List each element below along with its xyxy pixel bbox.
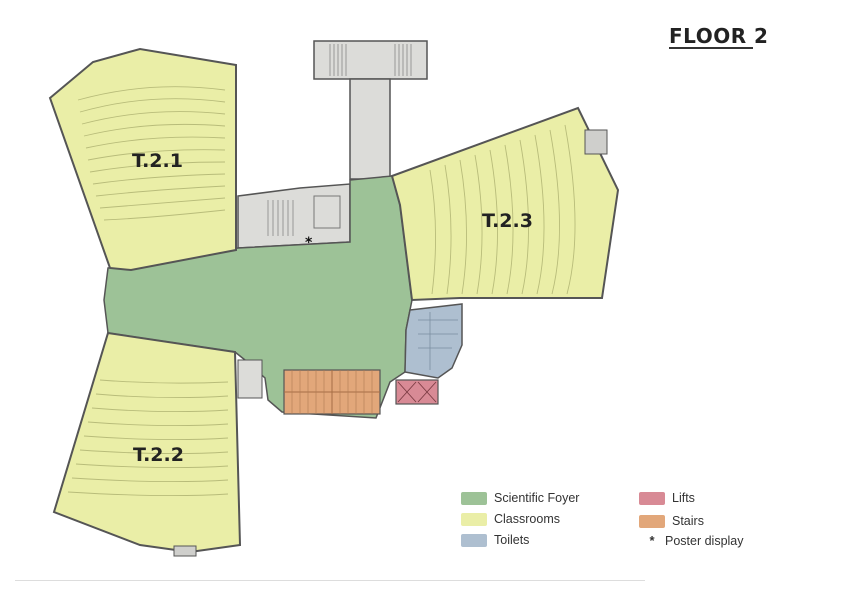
toilets-area <box>404 303 463 379</box>
lifts-area <box>395 379 439 405</box>
foyer-swatch <box>461 491 487 505</box>
classroom-t21 <box>48 47 237 272</box>
legend-item-poster: * Poster display <box>639 533 744 548</box>
legend-label-toilets: Toilets <box>494 533 530 547</box>
classroom-t22 <box>52 331 242 557</box>
legend-label-lifts: Lifts <box>672 491 695 505</box>
legend-label-foyer: Scientific Foyer <box>494 491 580 505</box>
poster-display-marker: * <box>305 235 313 251</box>
classroom-t23 <box>390 106 620 302</box>
floor-title-underline <box>669 47 753 49</box>
room-label-t23: T.2.3 <box>482 210 533 232</box>
service-core <box>237 183 351 249</box>
room-label-t22: T.2.2 <box>133 444 184 466</box>
lobby-room <box>237 359 263 399</box>
north-bridge <box>313 40 428 180</box>
legend-item-stairs: Stairs <box>639 514 704 528</box>
bottom-divider <box>15 580 645 581</box>
stairs-area <box>283 369 381 415</box>
poster-star-icon: * <box>649 533 655 548</box>
toilets-swatch <box>461 533 487 547</box>
lifts-swatch <box>639 491 665 505</box>
legend-label-classrooms: Classrooms <box>494 512 560 526</box>
legend-item-lifts: Lifts <box>639 491 695 505</box>
classrooms-swatch <box>461 512 487 526</box>
floor-title: FLOOR 2 <box>669 24 769 48</box>
legend-item-foyer: Scientific Foyer <box>461 491 579 505</box>
legend-item-classrooms: Classrooms <box>461 512 560 526</box>
legend-item-toilets: Toilets <box>461 533 529 547</box>
toilet-cubicles <box>418 312 458 370</box>
room-label-t21: T.2.1 <box>132 150 183 172</box>
map-legend: Scientific Foyer Classrooms Toilets Lift… <box>461 489 781 559</box>
legend-label-poster: Poster display <box>665 533 744 548</box>
stairs-swatch <box>639 514 665 528</box>
legend-label-stairs: Stairs <box>672 514 704 528</box>
